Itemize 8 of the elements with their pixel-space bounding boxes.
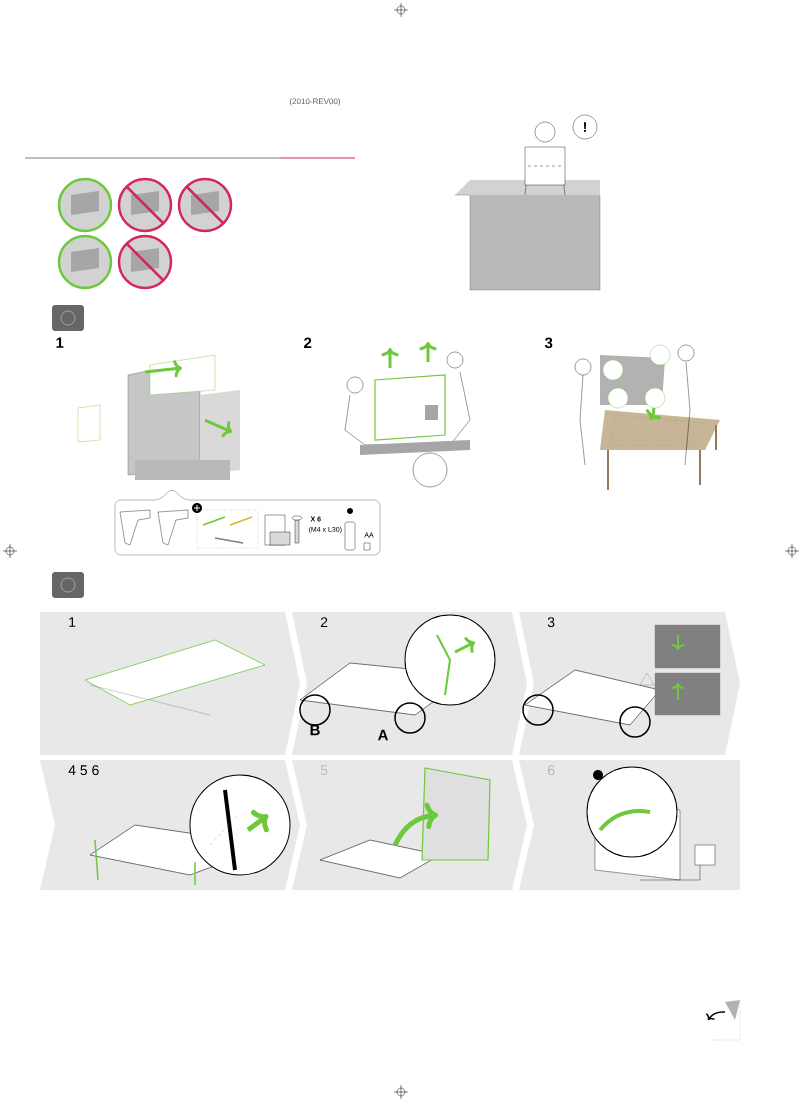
barcode-caption: (2010-REV00) — [289, 98, 341, 106]
step-number: 2 — [304, 337, 312, 348]
step-number: 1 — [56, 337, 64, 348]
accessories-box — [114, 490, 381, 556]
warning-mark: ! — [584, 122, 586, 132]
step-number: 3 — [544, 337, 553, 349]
stand-letter: B — [310, 724, 320, 736]
stand-letter: A — [377, 729, 388, 741]
